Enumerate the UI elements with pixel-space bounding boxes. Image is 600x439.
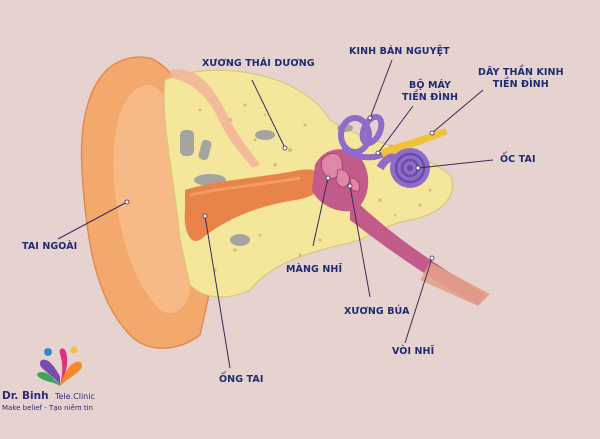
brand-slogan: Make belief - Tạo niềm tin (2, 404, 93, 412)
brand-tele: Tele (55, 392, 71, 401)
brand-clinic: .Clinic (71, 392, 95, 401)
label-ear-canal: ỐNG TAI (219, 374, 263, 386)
label-outer-ear: TAI NGOÀI (22, 241, 77, 253)
brand-logo-icon (34, 342, 86, 390)
label-vestibular-nerve-line2: TIỀN ĐÌNH (478, 79, 564, 91)
brand-name: Dr. Binh (2, 390, 49, 402)
eustachian-tube-end (420, 262, 490, 306)
label-temporal-bone: XƯƠNG THÁI DƯƠNG (202, 58, 315, 70)
label-vestibular-nerve: DÂY THẦN KINH TIỀN ĐÌNH (478, 67, 564, 91)
label-eardrum: MÀNG NHĨ (286, 264, 342, 276)
label-vestibular-line1: BỘ MÁY (402, 80, 458, 92)
label-vestibular-nerve-line1: DÂY THẦN KINH (478, 67, 564, 79)
brand-tele-clinic: Tele.Clinic (55, 392, 95, 401)
label-malleus: XƯƠNG BÚA (344, 306, 410, 318)
label-vestibular: BỘ MÁY TIỀN ĐÌNH (402, 80, 458, 104)
label-vestibular-line2: TIỀN ĐÌNH (402, 92, 458, 104)
label-cochlea: ỐC TAI (500, 154, 536, 166)
label-eustachian-tube: VÒI NHĨ (392, 346, 434, 358)
label-semicircular-canals: KINH BÁN NGUYỆT (349, 46, 450, 58)
